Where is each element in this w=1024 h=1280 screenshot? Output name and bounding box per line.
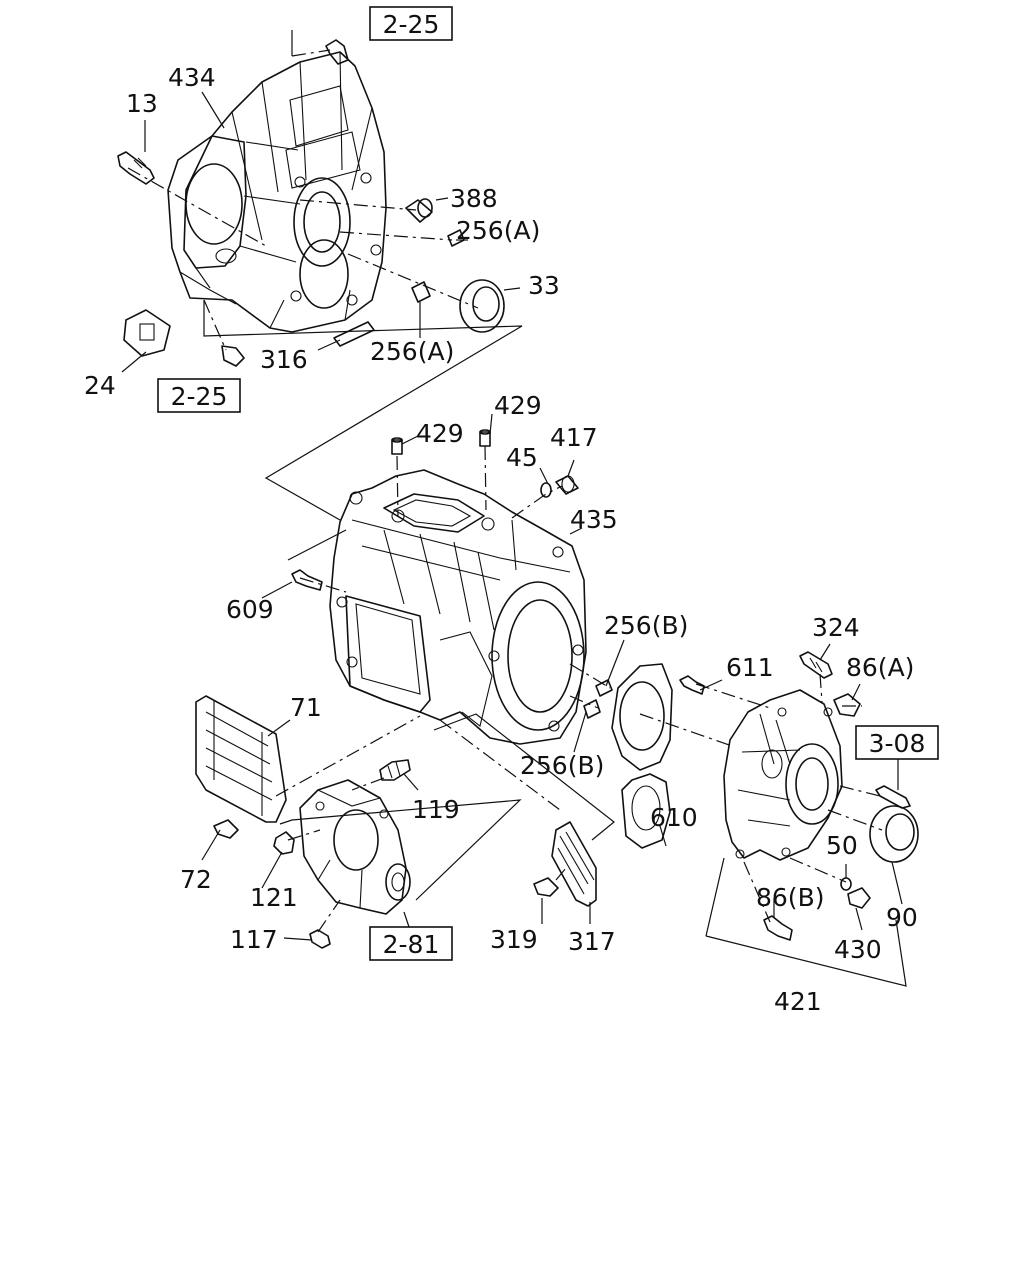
- bolt-13: [117, 151, 155, 185]
- part-label: 72: [180, 865, 212, 894]
- part-label: 610: [650, 803, 698, 832]
- part-label: 388: [450, 184, 498, 213]
- part-label: 324: [812, 613, 860, 642]
- part-label: 417: [550, 423, 598, 452]
- bolt-319: [533, 877, 559, 897]
- o-ring-45: [540, 482, 552, 498]
- ref-box-3-08: 3-08: [855, 725, 939, 760]
- stud-119: [379, 759, 411, 781]
- part-label: 24: [84, 371, 116, 400]
- dowel-256b-upper: [595, 679, 613, 697]
- part-label: 421: [774, 987, 822, 1016]
- part-label: 430: [834, 935, 882, 964]
- rear-cover-421: [723, 689, 843, 861]
- part-label: 50: [826, 831, 858, 860]
- ref-box-2-81: 2-81: [369, 926, 453, 961]
- ref-box-label: 2-81: [383, 930, 440, 959]
- part-label: 317: [568, 927, 616, 956]
- gasket-610: [611, 663, 673, 849]
- bolt-lower-225: [221, 345, 245, 367]
- bushing-388: [405, 198, 433, 223]
- bolt-top-225: [325, 39, 349, 65]
- part-label: 316: [260, 345, 308, 374]
- part-label: 256(A): [456, 216, 540, 245]
- part-label: 71: [290, 693, 322, 722]
- part-label: 435: [570, 505, 618, 534]
- plate-316: [333, 321, 375, 347]
- leader-lines: [121, 91, 903, 941]
- bolt-611: [679, 675, 705, 695]
- part-labels: 434 13 388 256(A) 33 24 316 256(A) 429 4…: [84, 63, 918, 1016]
- bolt-117: [309, 929, 331, 949]
- ref-box-label: 2-25: [171, 382, 228, 411]
- plug-430: [847, 887, 871, 909]
- bolt-86a: [833, 693, 861, 717]
- bolt-86b: [763, 915, 793, 941]
- ref-box-2-25-left: 2-25: [157, 378, 241, 413]
- part-label: 611: [726, 653, 774, 682]
- oil-seal-33: [459, 279, 505, 333]
- pin-429-right: [479, 429, 491, 447]
- seal-90: [869, 805, 919, 863]
- assembly-lines: [127, 30, 907, 987]
- bell-housing-434: [167, 51, 387, 333]
- ref-box-2-25-top: 2-25: [369, 6, 453, 41]
- bolt-72: [213, 819, 239, 839]
- cover-317: [551, 821, 597, 907]
- part-label: 90: [886, 903, 918, 932]
- part-label: 256(B): [604, 611, 688, 640]
- transmission-case-435: [329, 469, 587, 745]
- ref-box-label: 3-08: [869, 729, 926, 758]
- pto-unit: [299, 779, 411, 915]
- part-label: 319: [490, 925, 538, 954]
- part-label: 429: [416, 419, 464, 448]
- part-label: 45: [506, 443, 538, 472]
- cover-24: [123, 309, 171, 357]
- part-label: 121: [250, 883, 298, 912]
- ref-box-label: 2-25: [383, 10, 440, 39]
- part-label: 609: [226, 595, 274, 624]
- dowel-pin-256a-lower: [411, 281, 431, 303]
- pin-429-left: [391, 437, 403, 455]
- part-label: 13: [126, 89, 158, 118]
- plug-417: [555, 475, 579, 495]
- part-label: 434: [168, 63, 216, 92]
- part-label: 33: [528, 271, 560, 300]
- part-label: 86(B): [756, 883, 824, 912]
- part-label: 256(B): [520, 751, 604, 780]
- part-label: 119: [412, 795, 460, 824]
- part-label: 429: [494, 391, 542, 420]
- stud-308: [875, 785, 911, 809]
- stud-324: [799, 651, 833, 679]
- part-label: 117: [230, 925, 278, 954]
- washer-50: [840, 877, 852, 891]
- side-cover-71: [195, 695, 287, 823]
- nut-121: [273, 831, 295, 855]
- part-label: 86(A): [846, 653, 914, 682]
- dowel-256b-lower: [583, 699, 601, 719]
- bolt-609: [291, 569, 323, 591]
- part-label: 256(A): [370, 337, 454, 366]
